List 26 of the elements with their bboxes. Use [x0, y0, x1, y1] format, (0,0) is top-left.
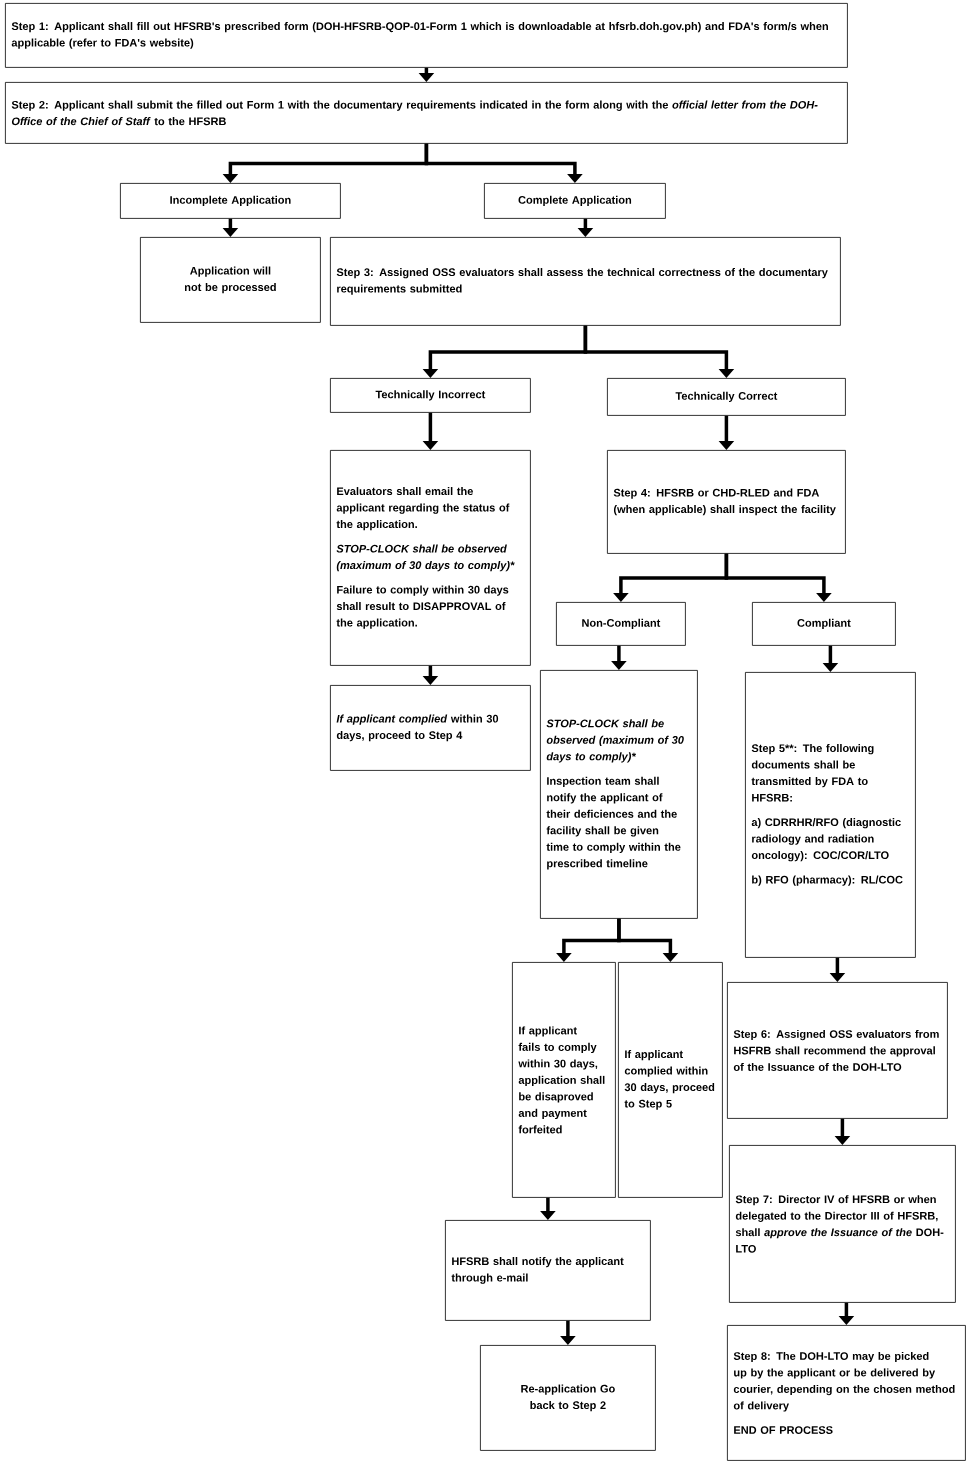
step-box: Step 8: The DOH-LTO may be picked up by the applicant or be delivered by courier, depending on the chosen method of delivery END OF PROCESS: [727, 1325, 966, 1461]
process-box: If applicant fails to comply within 30 days, application shall be disaproved and payment forfeited: [512, 962, 616, 1198]
outcome-box: Compliant: [752, 602, 896, 646]
arrow: [724, 553, 832, 602]
outcome-box: Incomplete Application: [120, 183, 341, 219]
step-box: Step 7: Director IV of HFSRB or when delegated to the Director III of HFSRB, shall approve the Issuance of the DOH-LTO: [729, 1145, 956, 1303]
process-box: HFSRB shall notify the applicant through e-mail: [445, 1220, 651, 1321]
process-box: Re-application Go back to Step 2: [480, 1345, 656, 1451]
process-box: If applicant complied within 30 days, proceed to Step 5: [618, 962, 723, 1198]
arrow: [424, 143, 583, 183]
arrow: [583, 325, 735, 378]
process-box: STOP-CLOCK shall be observed (maximum of 30 days to comply)* Inspection team shall notify the applicant of their deficiences and the facility shall be given time to comply within the prescribed timeline: [540, 670, 698, 919]
arrow: [617, 918, 679, 962]
step-box: Step 5**: The following documents shall be transmitted by FDA to HFSRB: a) CDRRHR/RFO (diagnostic radiology and radiation oncology): COC/COR/LTO b) RFO (pharmacy): RL/COC: [745, 672, 916, 958]
outcome-box: Technically Incorrect: [330, 378, 531, 413]
process-box: Evaluators shall email the applicant regarding the status of the application. STOP-CLOCK shall be observed (maximum of 30 days to comply)* Failure to comply within 30 days shall result to DISAPPROVAL of the application.: [330, 450, 531, 666]
outcome-box: Non-Compliant: [556, 602, 686, 646]
outcome-box: Complete Application: [484, 183, 666, 219]
step-box: Step 4: HFSRB or CHD-RLED and FDA (when applicable) shall inspect the facility: [607, 450, 846, 554]
outcome-box: Technically Correct: [607, 378, 846, 416]
process-box: If applicant complied within 30 days, proceed to Step 4: [330, 685, 531, 771]
step-box: Step 2: Applicant shall submit the filled out Form 1 with the documentary requirements indicated in the form along with the official letter from the DOH-Office of the Chief of Staff to the HFSRB: [5, 82, 848, 144]
step-box: Step 1: Applicant shall fill out HFSRB's prescribed form (DOH-HFSRB-QOP-01-Form 1 which is downloadable at hfsrb.doh.gov.ph) and FDA's form/s when applicable (refer to FDA's website): [5, 3, 848, 68]
step-box: Step 3: Assigned OSS evaluators shall assess the technical correctness of the documentary requirements submitted: [330, 237, 841, 326]
process-box: Application will not be processed: [140, 237, 321, 323]
step-box: Step 6: Assigned OSS evaluators from HSFRB shall recommend the approval of the Issuance of the DOH-LTO: [727, 982, 948, 1119]
